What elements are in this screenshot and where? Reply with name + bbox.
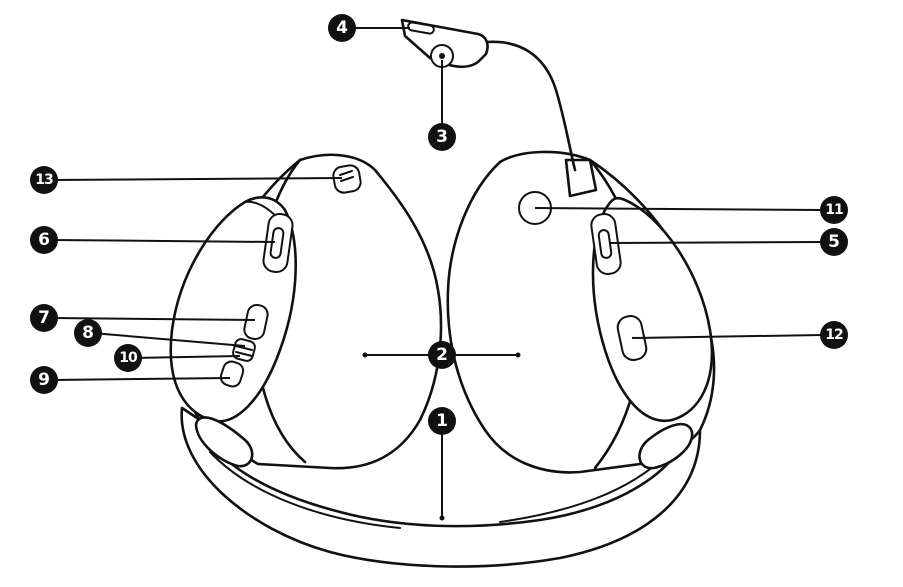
- callout-3: 3: [428, 123, 456, 151]
- callout-10: 10: [114, 344, 142, 372]
- callout-11: 11: [820, 196, 848, 224]
- callout-7: 7: [30, 304, 58, 332]
- svg-text:7: 7: [38, 308, 50, 328]
- headband-clips: [194, 416, 694, 470]
- svg-text:4: 4: [336, 18, 348, 38]
- svg-text:13: 13: [35, 172, 53, 188]
- leader-lines: [51, 27, 823, 521]
- svg-text:1: 1: [436, 411, 448, 431]
- callout-12: 12: [820, 321, 848, 349]
- svg-text:11: 11: [825, 202, 843, 218]
- svg-text:9: 9: [38, 370, 50, 390]
- callout-4: 4: [328, 14, 356, 42]
- svg-text:12: 12: [825, 327, 843, 343]
- callout-1: 1: [428, 407, 456, 435]
- svg-text:6: 6: [38, 230, 50, 250]
- svg-text:3: 3: [436, 127, 448, 147]
- callout-5: 5: [820, 228, 848, 256]
- svg-text:10: 10: [119, 350, 138, 366]
- callout-2: 2: [428, 341, 456, 369]
- svg-text:5: 5: [828, 232, 840, 252]
- svg-text:8: 8: [82, 323, 94, 343]
- right-earcup: [446, 150, 716, 474]
- callout-6: 6: [30, 226, 58, 254]
- callout-8: 8: [74, 319, 102, 347]
- microphone-boom: [400, 18, 577, 172]
- callout-9: 9: [30, 366, 58, 394]
- callout-13: 13: [30, 166, 58, 194]
- svg-text:2: 2: [436, 345, 448, 365]
